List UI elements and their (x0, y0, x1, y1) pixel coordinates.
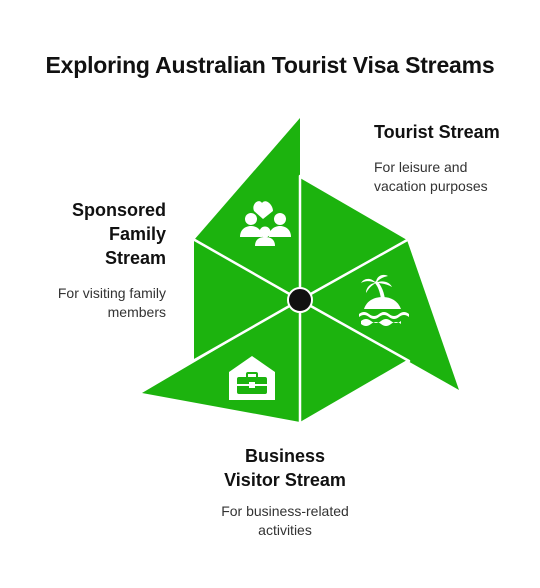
family-heart-icon (240, 201, 291, 246)
tourist-stream-description: For leisure and vacation purposes (374, 159, 488, 194)
family-stream-title: Sponsored Family Stream (71, 200, 166, 268)
tourist-stream-label: Tourist Stream For leisure and vacation … (374, 120, 534, 196)
business-stream-label: Business Visitor Stream For business-rel… (190, 444, 380, 540)
business-stream-description: For business-related activities (221, 503, 349, 538)
diagram-title: Exploring Australian Tourist Visa Stream… (45, 52, 495, 78)
family-stream-label: Sponsored Family Stream For visiting fam… (10, 198, 166, 322)
business-stream-title: Business Visitor Stream (224, 446, 346, 490)
segment-dividers (191, 174, 411, 426)
family-stream-description: For visiting family members (57, 285, 166, 320)
island-palm-icon (359, 274, 409, 326)
briefcase-house-icon (229, 356, 275, 400)
segment-tourist-top (300, 178, 407, 300)
segment-business-right (300, 300, 407, 422)
segment-family-left (194, 240, 300, 360)
tourist-stream-title: Tourist Stream (374, 122, 500, 142)
center-hub (287, 287, 313, 313)
